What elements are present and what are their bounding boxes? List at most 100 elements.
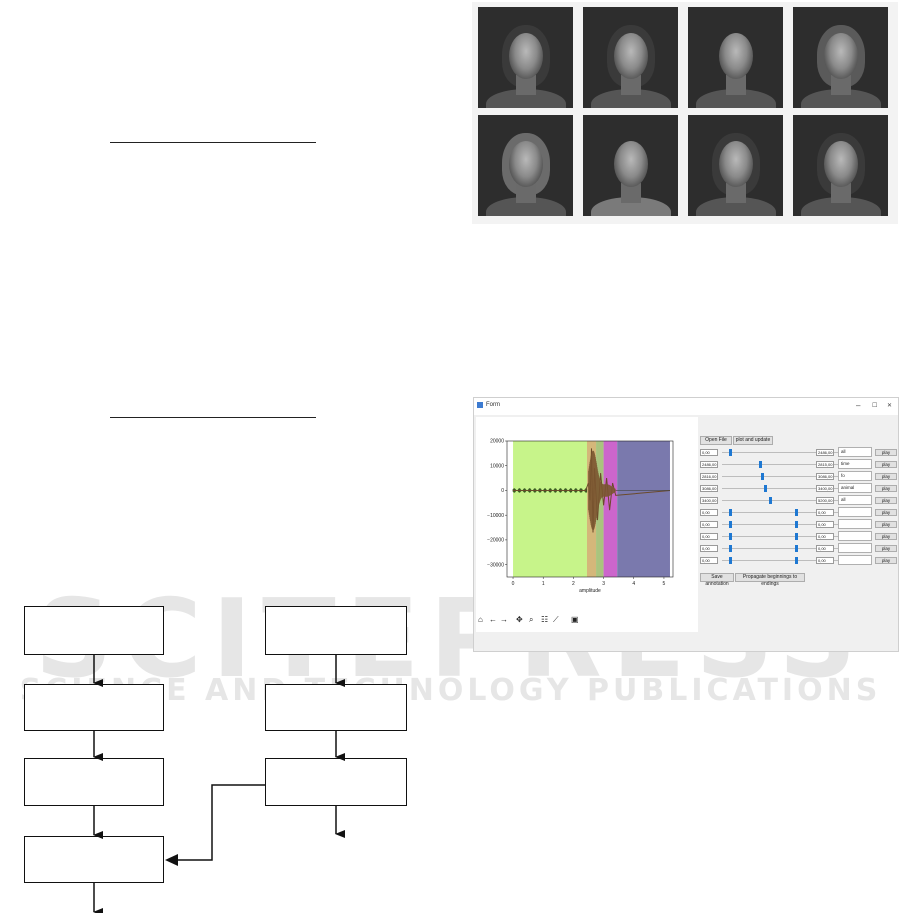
face-photo-2 (583, 7, 678, 108)
segment-start-handle[interactable] (729, 533, 733, 540)
segment-start-handle[interactable] (768, 497, 772, 504)
segment-label-input[interactable] (838, 531, 872, 541)
segment-start-handle[interactable] (729, 557, 733, 564)
segment-end-handle[interactable] (795, 545, 798, 552)
segment-start-spinbox[interactable]: 2816,00 (700, 473, 718, 480)
segment-end-spinbox[interactable]: 0,00 (816, 521, 834, 528)
segment-play-button[interactable]: play (875, 497, 897, 504)
flowchart-box-right-3 (265, 758, 407, 806)
segment-end-spinbox[interactable]: 2815,00 (816, 461, 834, 468)
segment-end-spinbox[interactable]: 0,00 (816, 509, 834, 516)
segment-start-spinbox[interactable]: 0,00 (700, 533, 718, 540)
face-photo-4 (793, 7, 888, 108)
segment-end-handle[interactable] (795, 557, 798, 564)
segment-start-spinbox[interactable]: 0,00 (700, 449, 718, 456)
segment-label-input[interactable]: animal (838, 483, 872, 493)
segment-end-spinbox[interactable]: 3400,00 (816, 485, 834, 492)
segment-play-button[interactable]: play (875, 533, 897, 540)
segment-slider-track (722, 488, 868, 489)
segment-end-spinbox[interactable]: 0,00 (816, 545, 834, 552)
segment-end-spinbox[interactable]: 0,00 (816, 533, 834, 540)
edit-axis-icon[interactable]: ⟋ (553, 615, 559, 624)
save-icon[interactable]: ▣ (571, 615, 579, 624)
maximize-button[interactable]: ☐ (872, 403, 878, 409)
window-title: Form (486, 402, 500, 408)
segment-start-spinbox[interactable]: 3086,00 (700, 485, 718, 492)
segment-start-spinbox[interactable]: 0,00 (700, 521, 718, 528)
segment-start-spinbox[interactable]: 0,00 (700, 545, 718, 552)
segment-label-input[interactable] (838, 555, 872, 565)
back-icon[interactable]: ← (489, 615, 497, 624)
save-annotation-button[interactable]: Save annotation (700, 573, 734, 587)
segment-label-input[interactable]: fo (838, 471, 872, 481)
close-button[interactable]: ✕ (887, 403, 893, 409)
configure-icon[interactable]: ☷ (541, 615, 549, 624)
separator-rule-top (110, 142, 316, 143)
region-1 (513, 441, 587, 577)
segment-play-button[interactable]: play (875, 461, 897, 468)
segment-label-input[interactable] (838, 519, 872, 529)
zoom-icon[interactable]: ⌕ (529, 615, 534, 624)
region-4 (603, 441, 618, 577)
segment-start-handle[interactable] (729, 449, 733, 456)
segment-label-input[interactable] (838, 543, 872, 553)
arrow-right-to-left-head (165, 854, 178, 866)
x-tick-label: 5 (663, 581, 666, 587)
minimize-button[interactable]: – (856, 401, 861, 410)
home-icon[interactable]: ⌂ (478, 615, 483, 624)
flowchart-box-left-4 (24, 836, 164, 883)
face-image-grid (472, 2, 898, 224)
arrow-right-to-left (176, 784, 265, 861)
y-tick-label: 0 (501, 488, 504, 494)
x-tick-label: 0 (512, 581, 515, 587)
open-file-button[interactable]: Open File (700, 436, 732, 445)
pan-icon[interactable]: ✥ (516, 615, 523, 624)
segment-start-spinbox[interactable]: 3400,00 (700, 497, 718, 504)
segment-start-handle[interactable] (758, 461, 762, 468)
face-photo-1 (478, 7, 573, 108)
segment-label-input[interactable]: all (838, 447, 872, 457)
flowchart-box-right-1 (265, 606, 407, 655)
segment-end-handle[interactable] (795, 533, 798, 540)
y-tick-label: 10000 (490, 463, 504, 469)
segment-label-input[interactable]: time (838, 459, 872, 469)
segment-label-input[interactable]: all (838, 495, 872, 505)
segment-slider-track (722, 500, 868, 501)
segment-start-handle[interactable] (729, 509, 733, 516)
plot-update-button[interactable]: plot and update (733, 436, 773, 445)
separator-rule-bottom (110, 417, 316, 418)
y-tick-label: −10000 (487, 513, 504, 519)
x-tick-label: 3 (602, 581, 605, 587)
segment-play-button[interactable]: play (875, 545, 897, 552)
segment-end-spinbox[interactable]: 3086,00 (816, 473, 834, 480)
propagate-button[interactable]: Propagate beginnings to endings (735, 573, 805, 587)
forward-icon[interactable]: → (500, 615, 508, 624)
title-bar: Form – ☐ ✕ (474, 398, 898, 415)
segment-start-spinbox[interactable]: 2486,00 (700, 461, 718, 468)
x-tick-label: 4 (632, 581, 635, 587)
segment-start-spinbox[interactable]: 0,00 (700, 509, 718, 516)
y-tick-label: −30000 (487, 562, 504, 568)
segment-end-spinbox[interactable]: 0,00 (816, 557, 834, 564)
segment-label-input[interactable] (838, 507, 872, 517)
segment-start-handle[interactable] (729, 545, 733, 552)
segment-end-spinbox[interactable]: 5200,00 (816, 497, 834, 504)
segment-play-button[interactable]: play (875, 485, 897, 492)
segment-start-handle[interactable] (729, 521, 733, 528)
segment-play-button[interactable]: play (875, 473, 897, 480)
flowchart-arrows (93, 655, 345, 913)
segment-start-spinbox[interactable]: 0,00 (700, 557, 718, 564)
segment-play-button[interactable]: play (875, 557, 897, 564)
segment-end-spinbox[interactable]: 2486,00 (816, 449, 834, 456)
segment-end-handle[interactable] (795, 521, 798, 528)
segment-play-button[interactable]: play (875, 521, 897, 528)
segment-start-handle[interactable] (761, 473, 765, 480)
segment-play-button[interactable]: play (875, 449, 897, 456)
segment-end-handle[interactable] (795, 509, 798, 516)
segment-start-handle[interactable] (764, 485, 768, 492)
segment-slider-track (722, 452, 868, 453)
segment-play-button[interactable]: play (875, 509, 897, 516)
